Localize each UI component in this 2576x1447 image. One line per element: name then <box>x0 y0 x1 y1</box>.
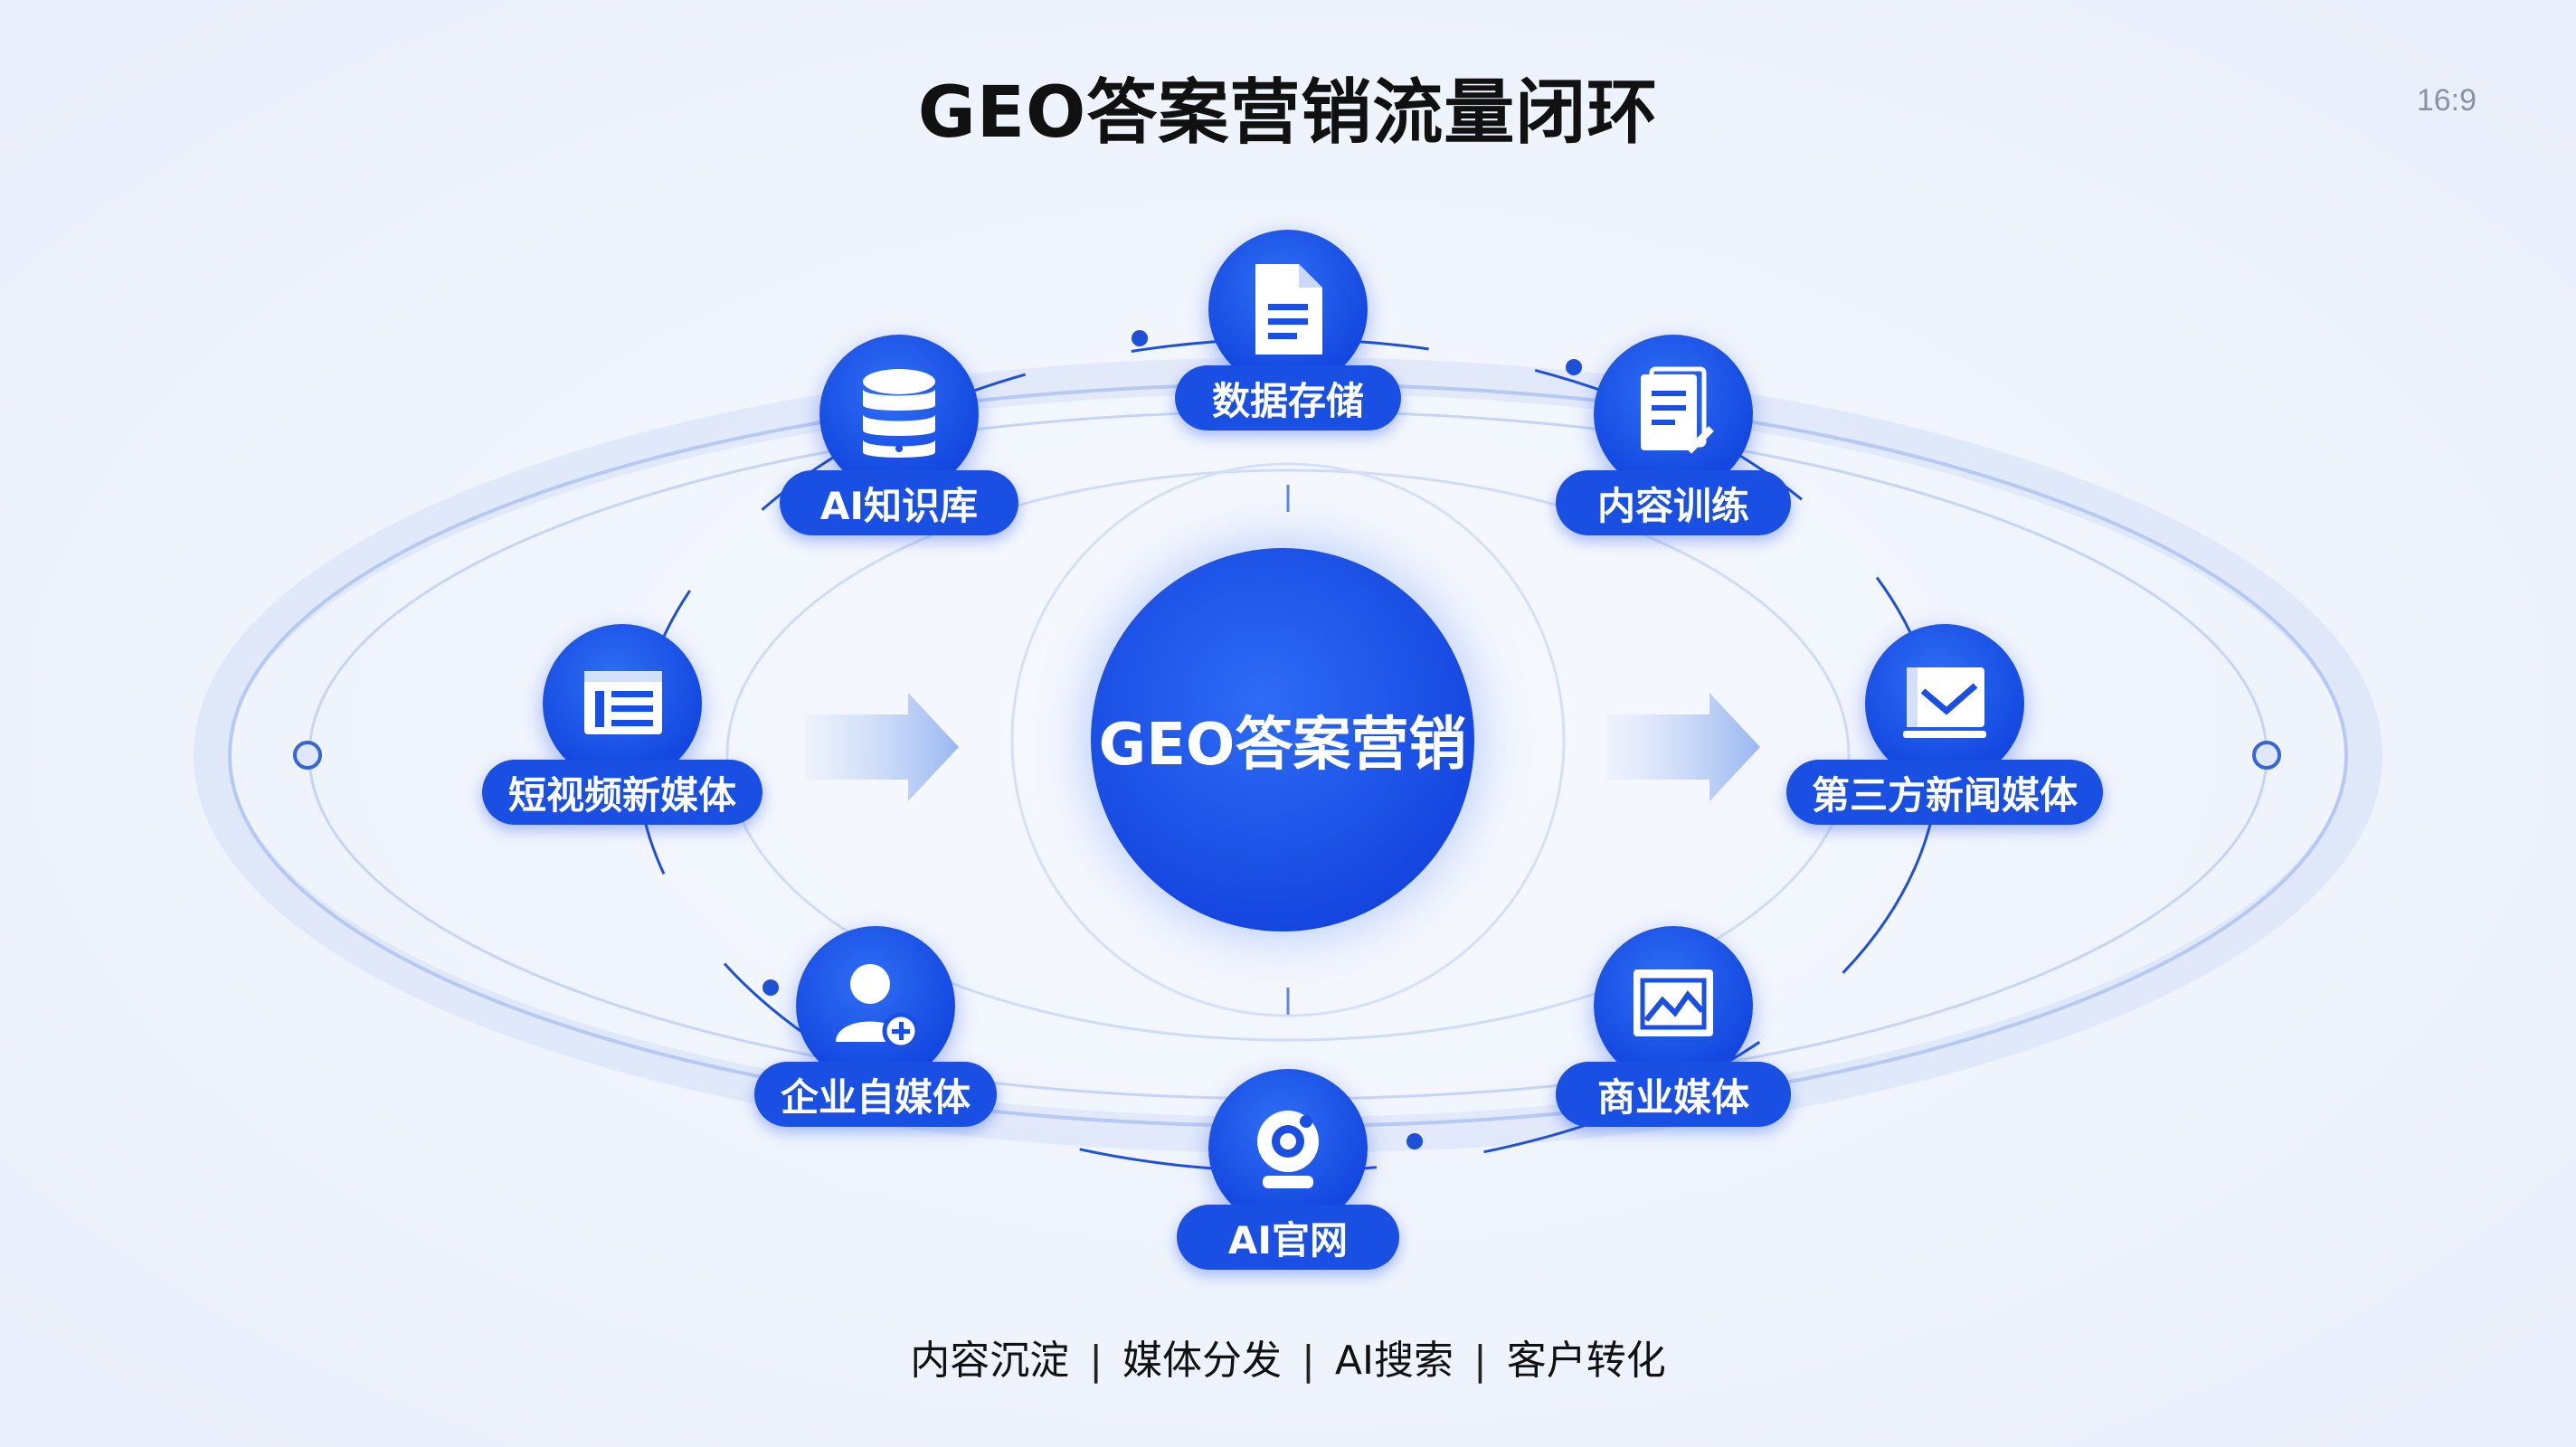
node-label: 内容训练 <box>1556 470 1791 535</box>
summary-separator: | <box>1089 1338 1103 1384</box>
bottom-summary: 内容沉淀 | 媒体分发 | AI搜索 | 客户转化 <box>0 1328 2576 1386</box>
node-label: 第三方新闻媒体 <box>1786 760 2103 825</box>
aspect-ratio-label: 16:9 <box>2416 83 2477 118</box>
orbit-dot-right <box>2252 741 2281 770</box>
orbit-dot-bottom-left <box>762 979 779 996</box>
inner-ring <box>1010 462 1566 1017</box>
checklist-icon <box>1641 366 1714 454</box>
summary-item: 内容沉淀 <box>910 1338 1070 1384</box>
orbit-dot-bottom-right <box>1406 1133 1423 1149</box>
webcam-icon <box>1257 1111 1319 1188</box>
node-label: AI官网 <box>1177 1205 1399 1270</box>
center-hub: GEO答案营销 <box>1091 548 1474 932</box>
arrow-left <box>805 693 959 801</box>
node-label: 企业自媒体 <box>754 1062 997 1127</box>
monitor-icon <box>1903 667 1986 738</box>
database-icon <box>863 369 935 458</box>
summary-separator: | <box>1302 1338 1315 1384</box>
orbit-dot-left <box>293 741 322 770</box>
node-label: AI知识库 <box>780 470 1018 535</box>
arrow-right <box>1606 693 1760 801</box>
summary-item: AI搜索 <box>1334 1338 1454 1384</box>
chart-window-icon <box>1634 969 1713 1036</box>
summary-separator: | <box>1473 1338 1487 1384</box>
user-add-icon <box>836 964 920 1050</box>
node-label: 商业媒体 <box>1556 1062 1791 1127</box>
center-label: GEO答案营销 <box>1098 712 1467 779</box>
summary-item: 客户转化 <box>1506 1338 1666 1384</box>
summary-item: 媒体分发 <box>1122 1338 1283 1384</box>
inner-ellipse <box>725 468 1851 1042</box>
document-icon <box>1255 264 1322 355</box>
page-title: GEO答案营销流量闭环 <box>917 72 1659 154</box>
node-label: 短视频新媒体 <box>482 760 762 825</box>
orbit-dot-top <box>1132 330 1148 346</box>
node-label: 数据存储 <box>1175 365 1401 430</box>
newspaper-icon <box>584 671 662 734</box>
orbit-dot-top-right <box>1566 359 1582 375</box>
